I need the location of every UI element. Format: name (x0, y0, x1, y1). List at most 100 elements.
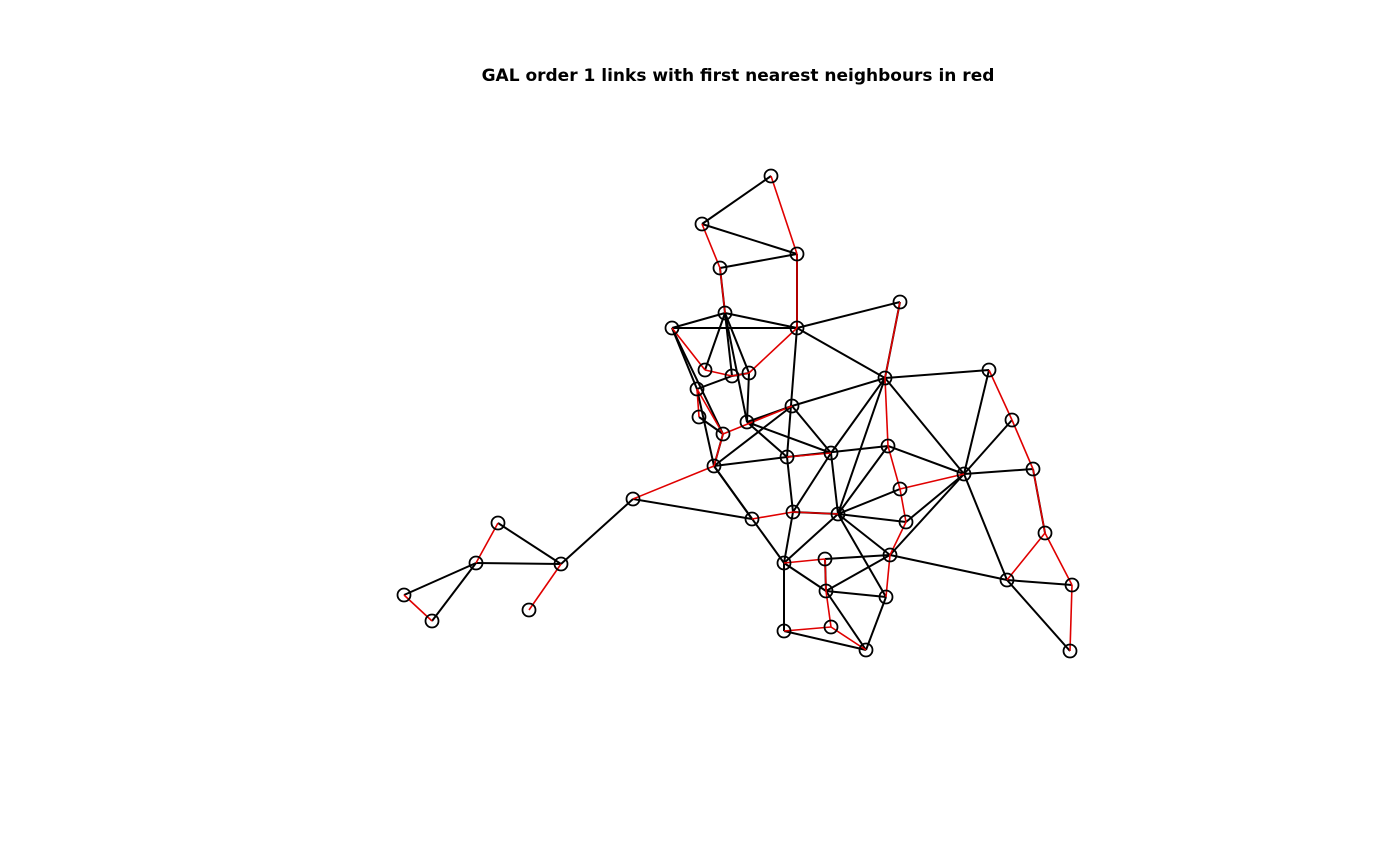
link-edge (791, 377, 886, 407)
graph-node (779, 449, 795, 465)
graph-node (689, 381, 705, 397)
nearest-neighbour-edge (719, 267, 726, 314)
nearest-neighbour-edge (899, 488, 907, 523)
graph-node (712, 260, 728, 276)
link-edge (963, 473, 1008, 581)
link-edge (837, 513, 907, 523)
nearest-neighbour-edge (884, 301, 901, 379)
link-edge (837, 377, 886, 515)
nearest-neighbour-edge (1032, 468, 1046, 534)
link-edge (724, 312, 798, 329)
link-edge (713, 465, 785, 564)
link-edge (783, 511, 794, 564)
link-edge (724, 312, 748, 423)
nearest-neighbour-edge (696, 388, 700, 418)
graph-node (882, 547, 898, 563)
graph-node (717, 305, 733, 321)
link-edge (671, 312, 726, 329)
nearest-neighbour-edge (792, 511, 839, 515)
graph-node (878, 589, 894, 605)
link-edge (1006, 579, 1071, 652)
nearest-neighbour-edge (884, 377, 889, 447)
link-edge (792, 452, 832, 513)
graph-node (892, 294, 908, 310)
link-edge (746, 372, 750, 423)
link-edge (671, 327, 724, 435)
graph-node (553, 556, 569, 572)
nearest-neighbour-edge (671, 327, 706, 371)
graph-node (776, 623, 792, 639)
graph-node (739, 414, 755, 430)
link-edge (796, 301, 901, 329)
link-edge (889, 554, 1008, 581)
nearest-neighbour-edge (899, 473, 965, 490)
link-edge (783, 562, 827, 592)
link-edge (837, 513, 891, 556)
graph-node (880, 438, 896, 454)
graph-node (706, 458, 722, 474)
graph-node (490, 515, 506, 531)
link-edge (837, 445, 889, 515)
graph-node (715, 426, 731, 442)
graph-node (789, 320, 805, 336)
link-edge (824, 554, 891, 560)
link-edge (783, 513, 839, 564)
graph-node (1004, 412, 1020, 428)
link-edge (560, 498, 634, 565)
graph-node (823, 619, 839, 635)
graph-node (784, 398, 800, 414)
nearest-neighbour-edge (704, 369, 733, 377)
link-edge (632, 498, 753, 520)
link-edge (825, 590, 867, 651)
plot-title: GAL order 1 links with first nearest nei… (481, 66, 995, 86)
link-edge (701, 175, 772, 225)
link-edge (884, 377, 965, 475)
graph-node (1037, 525, 1053, 541)
graph-node (817, 551, 833, 567)
link-edge (786, 327, 798, 458)
node-layer (396, 168, 1080, 659)
nearest-neighbour-link-layer (403, 175, 1073, 652)
link-edge (746, 421, 832, 454)
link-edge (713, 456, 788, 467)
link-edge (704, 312, 726, 371)
link-edge (825, 554, 891, 592)
link-edge (825, 590, 887, 598)
link-edge (431, 562, 477, 622)
nearest-neighbour-edge (1044, 532, 1073, 586)
nearest-neighbour-edge (770, 175, 798, 255)
nearest-neighbour-edge (713, 433, 724, 467)
link-edge (887, 445, 965, 475)
link-edge (696, 388, 715, 467)
graph-node (818, 583, 834, 599)
link-edge (786, 456, 794, 513)
link-edge (889, 473, 965, 556)
link-edge (1006, 579, 1073, 586)
graph-node (697, 362, 713, 378)
link-edge (701, 223, 798, 255)
link-edge (719, 253, 798, 269)
nearest-neighbour-edge (528, 563, 562, 611)
nearest-neighbour-edge (1006, 532, 1046, 581)
link-edge (724, 312, 750, 374)
graph-node (981, 362, 997, 378)
link-edge (698, 416, 724, 435)
link-edge (475, 562, 562, 565)
graph-node (625, 491, 641, 507)
nearest-neighbour-edge (475, 522, 499, 564)
graph-node (694, 216, 710, 232)
nearest-neighbour-edge (1011, 419, 1034, 470)
nearest-neighbour-edge (722, 405, 793, 435)
graph-node (664, 320, 680, 336)
graph-node (1025, 461, 1041, 477)
graph-node (898, 514, 914, 530)
nearest-neighbour-edge (701, 223, 721, 269)
nearest-neighbour-edge (889, 521, 907, 556)
link-layer (403, 175, 1073, 652)
graph-node (956, 466, 972, 482)
nearest-neighbour-edge (748, 327, 798, 374)
graph-node (724, 368, 740, 384)
link-edge (791, 405, 832, 454)
graph-node (789, 246, 805, 262)
link-edge (830, 377, 886, 454)
